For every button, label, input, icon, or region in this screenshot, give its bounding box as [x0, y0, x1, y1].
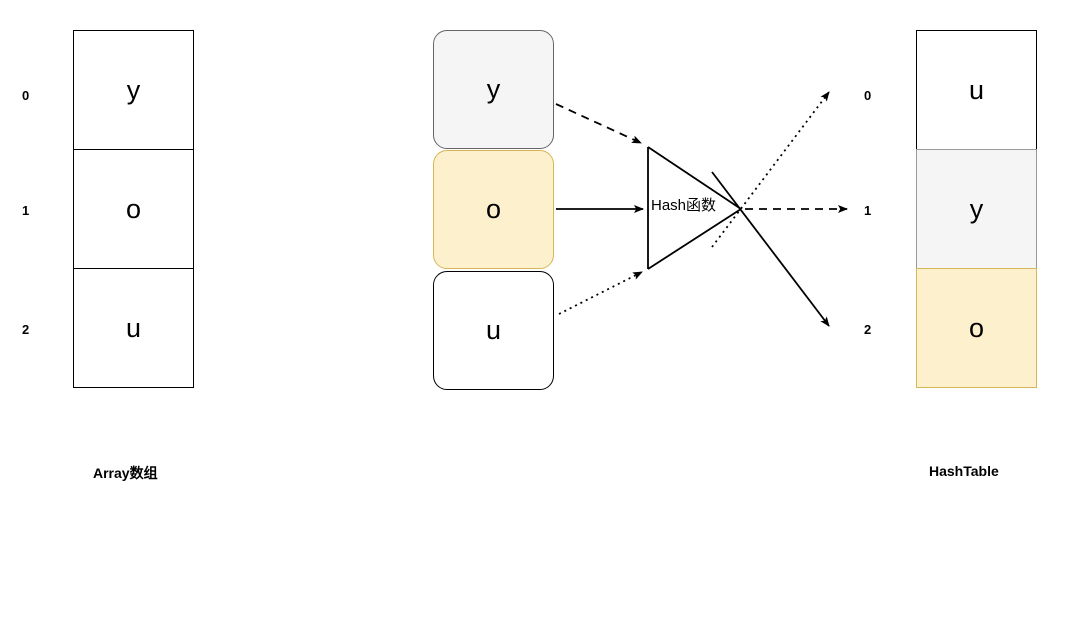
hashtable-cell-2: o [916, 268, 1037, 388]
hashtable-index-0: 0 [864, 88, 872, 103]
input-box-o: o [433, 150, 554, 269]
hash-table: u y o [916, 30, 1037, 390]
input-box-y: y [433, 30, 554, 149]
array-table: y o u [73, 30, 194, 390]
array-caption: Array数组 [93, 465, 158, 481]
array-cell-2: u [73, 268, 194, 388]
hashtable-caption: HashTable [929, 463, 999, 479]
array-index-0: 0 [22, 88, 30, 103]
array-index-1: 1 [22, 203, 30, 218]
arrow-y-to-hash [555, 103, 642, 144]
hashtable-cell-0: u [916, 30, 1037, 150]
arrow-hash-to-slot0 [711, 91, 830, 248]
arrow-u-to-hash [558, 271, 643, 315]
arrow-hash-to-slot2 [711, 171, 830, 327]
hashtable-cell-1: y [916, 149, 1037, 269]
hash-function-label: Hash函数 [651, 197, 717, 214]
hashtable-index-2: 2 [864, 322, 872, 337]
array-index-2: 2 [22, 322, 30, 337]
hashtable-index-1: 1 [864, 203, 872, 218]
input-box-u: u [433, 271, 554, 390]
array-cell-1: o [73, 149, 194, 269]
array-cell-0: y [73, 30, 194, 150]
